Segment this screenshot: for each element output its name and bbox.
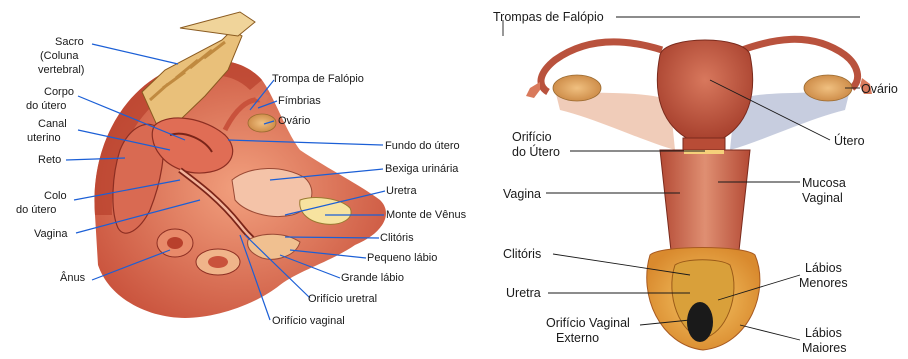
label-colo-do-utero-2: do útero xyxy=(16,204,56,216)
ovary-right-panel-right xyxy=(804,75,852,101)
label-vagina-right: Vagina xyxy=(503,187,541,201)
label-sacro-2: (Coluna xyxy=(40,50,79,62)
label-mucosa-vaginal-2: Vaginal xyxy=(802,191,843,205)
label-uretra: Uretra xyxy=(386,185,417,197)
label-corpo-do-utero: Corpo xyxy=(44,86,74,98)
label-grande-labio: Grande lábio xyxy=(341,272,404,284)
label-ovario-right: Ovário xyxy=(861,82,898,96)
label-fimbrias: Fímbrias xyxy=(278,95,321,107)
label-orificio-vaginal: Orifício vaginal xyxy=(272,315,345,327)
label-bexiga: Bexiga urinária xyxy=(385,163,459,175)
label-fundo-do-utero: Fundo do útero xyxy=(385,140,460,152)
label-labios-maiores-2: Maiores xyxy=(802,341,846,355)
label-colo-do-utero: Colo xyxy=(44,190,67,202)
label-pequeno-labio: Pequeno lábio xyxy=(367,252,437,264)
label-anus: Ânus xyxy=(60,271,86,284)
ovary-right-panel-left xyxy=(553,75,601,101)
label-canal-uterino: Canal xyxy=(38,118,67,130)
label-clitoris: Clitóris xyxy=(380,232,414,244)
label-orificio-vaginal-externo: Orifício Vaginal xyxy=(546,316,630,330)
label-labios-menores-2: Menores xyxy=(799,276,848,290)
label-clitoris-right: Clitóris xyxy=(503,247,541,261)
label-sacro-3: vertebral) xyxy=(38,64,84,76)
ovary-left xyxy=(248,114,276,132)
label-utero: Útero xyxy=(834,133,865,148)
label-canal-uterino-2: uterino xyxy=(27,132,61,144)
label-orificio-do-utero-2: do Útero xyxy=(512,144,560,159)
label-monte-de-venus: Monte de Vênus xyxy=(386,209,467,221)
label-mucosa-vaginal: Mucosa xyxy=(802,176,846,190)
label-orificio-vaginal-externo-2: Externo xyxy=(556,331,599,345)
external-vaginal-opening xyxy=(687,302,713,342)
label-orificio-uretral: Orifício uretral xyxy=(308,293,377,305)
uterus-body xyxy=(657,40,752,140)
label-trompas-de-falopio: Trompas de Falópio xyxy=(493,10,604,24)
label-corpo-do-utero-2: do útero xyxy=(26,100,66,112)
label-trompa: Trompa de Falópio xyxy=(272,73,364,85)
label-sacro: Sacro xyxy=(55,36,84,48)
label-labios-maiores: Lábios xyxy=(805,326,842,340)
label-labios-menores: Lábios xyxy=(805,261,842,275)
label-reto: Reto xyxy=(38,154,61,166)
label-orificio-do-utero: Orifício xyxy=(512,130,552,144)
label-vagina: Vagina xyxy=(34,228,68,240)
label-ovario: Ovário xyxy=(278,115,310,127)
vagina-tube xyxy=(660,150,750,260)
label-uretra-right: Uretra xyxy=(506,286,541,300)
